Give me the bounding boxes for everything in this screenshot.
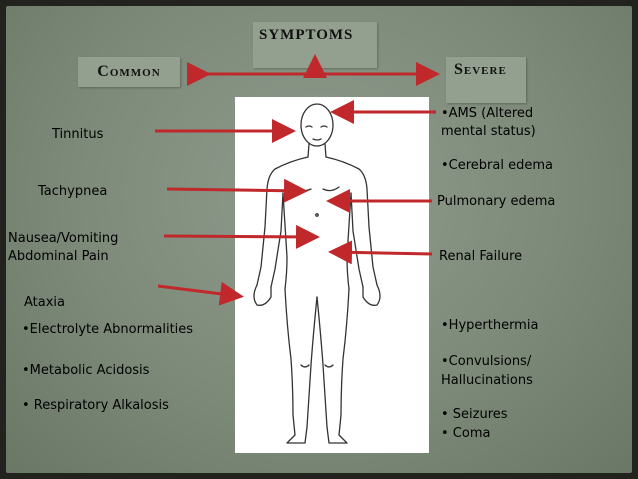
- symptom-renal-failure: Renal Failure: [439, 249, 523, 264]
- body-figure-panel: [235, 97, 429, 453]
- common-header-box: Common: [78, 57, 180, 87]
- symptom-convulsions: •Convulsions/: [441, 354, 532, 369]
- symptom-ams: •AMS (Altered: [441, 105, 533, 122]
- symptoms-title-box: SYMPTOMS: [253, 22, 377, 68]
- symptom-ams-line2: mental status): [441, 124, 536, 139]
- severe-header-box: Severe: [446, 57, 526, 103]
- ams-detail: (Altered: [477, 106, 534, 121]
- human-body-outline-icon: [253, 103, 381, 444]
- symptom-electrolyte-abnormalities: •Electrolyte Abnormalities: [22, 322, 194, 337]
- symptom-cerebral-edema: •Cerebral edema: [441, 158, 553, 173]
- symptom-pulmonary-edema: Pulmonary edema: [437, 194, 556, 209]
- symptom-hyperthermia: •Hyperthermia: [441, 318, 539, 333]
- symptom-nausea-vomiting: Nausea/Vomiting: [8, 231, 119, 246]
- symptom-tinnitus: Tinnitus: [52, 127, 104, 142]
- symptom-hallucinations: Hallucinations: [441, 373, 533, 388]
- symptom-metabolic-acidosis: •Metabolic Acidosis: [22, 363, 150, 378]
- symptom-coma: • Coma: [441, 426, 491, 441]
- symptom-seizures: • Seizures: [441, 407, 508, 422]
- symptom-abdominal-pain: Abdominal Pain: [8, 249, 109, 264]
- symptom-ataxia: Ataxia: [24, 295, 65, 310]
- symptom-tachypnea: Tachypnea: [38, 184, 108, 199]
- ams-label: •AMS: [441, 106, 478, 121]
- symptom-respiratory-alkalosis: • Respiratory Alkalosis: [22, 398, 169, 413]
